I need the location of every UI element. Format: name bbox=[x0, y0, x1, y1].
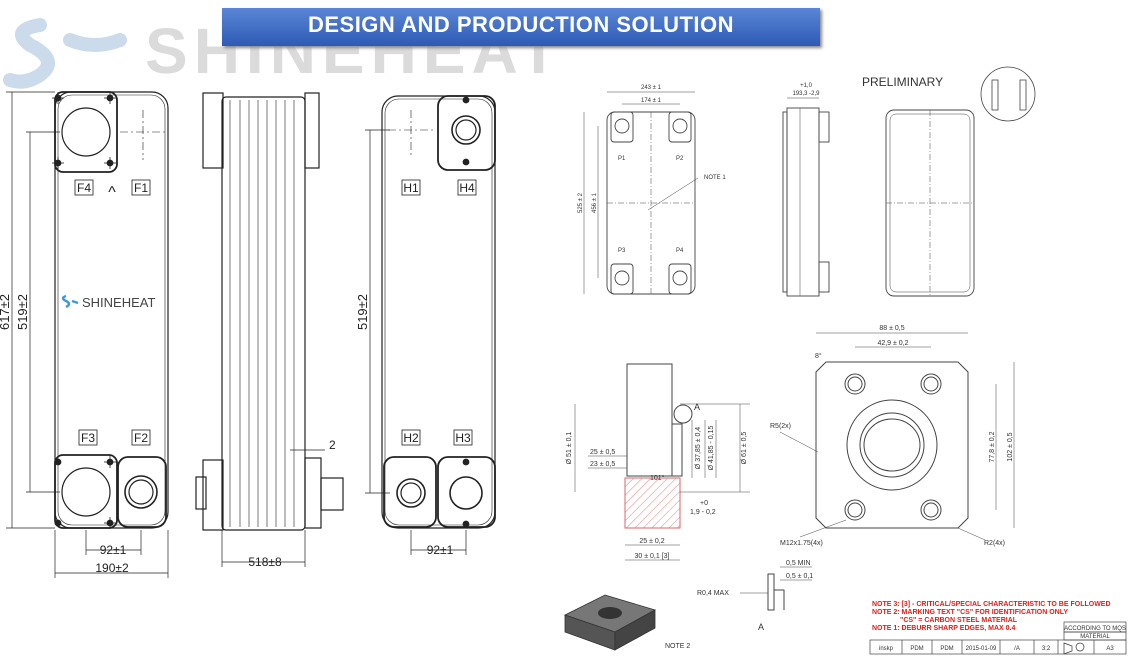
port-label-f2: F2 bbox=[134, 431, 148, 445]
dim-d61: Ø 61 ± 0,5 bbox=[741, 432, 748, 465]
dim-d41-85: Ø 41,85 - 0,15 bbox=[708, 426, 715, 471]
note-1: NOTE 1: DEBURR SHARP EDGES, MAX 0.4 bbox=[872, 625, 1016, 632]
plate-brand-logo-icon bbox=[61, 294, 79, 309]
title-cell-pdm1: PDM bbox=[910, 646, 923, 652]
dim-1-9: 1,9 - 0,2 bbox=[690, 509, 716, 516]
port-p2: P2 bbox=[676, 156, 684, 162]
dim-plus-1: +1,0 bbox=[800, 83, 813, 89]
note-3: NOTE 3: [3] - CRITICAL/SPECIAL CHARACTER… bbox=[872, 601, 1111, 608]
section-label-a: A bbox=[694, 402, 700, 412]
dim-23-05: 23 ± 0,5 bbox=[590, 461, 615, 468]
note-2-callout: NOTE 2 bbox=[665, 643, 690, 650]
dim-193: 193,3 -2,9 bbox=[792, 91, 820, 97]
port-label-h3: H3 bbox=[455, 431, 471, 445]
dim-d37-85: Ø 37,85 ± 0,4 bbox=[695, 427, 702, 469]
dim-d51: Ø 51 ± 0,1 bbox=[566, 432, 573, 465]
port-p1: P1 bbox=[618, 156, 626, 162]
dim-77-8: 77,8 ± 0,2 bbox=[989, 431, 996, 462]
title-cell-rev: /A bbox=[1014, 646, 1020, 652]
dim-m12: M12x1.75(4x) bbox=[780, 540, 823, 547]
drawing-top-side bbox=[782, 97, 830, 297]
title-cell-drawn: inskp bbox=[879, 646, 894, 652]
dim-174: 174 ± 1 bbox=[641, 98, 662, 104]
dim-102: 102 ± 0,5 bbox=[1007, 432, 1014, 461]
plate-brand-text: SHINEHEAT bbox=[82, 295, 155, 310]
dim-plus-0: +0 bbox=[700, 500, 708, 507]
page-banner: DESIGN AND PRODUCTION SOLUTION bbox=[222, 8, 820, 46]
dim-r2: R2(4x) bbox=[984, 540, 1005, 547]
flange-drawing bbox=[779, 332, 1015, 541]
title-cell-size: A3 bbox=[1106, 646, 1114, 652]
detail-a-drawing bbox=[740, 566, 812, 611]
front-view bbox=[6, 91, 169, 578]
port-p3: P3 bbox=[618, 248, 626, 254]
title-according: ACCORDING TO MQS bbox=[1064, 626, 1126, 632]
preliminary-label: PRELIMINARY bbox=[862, 75, 943, 89]
dim-88: 88 ± 0,5 bbox=[879, 325, 904, 332]
note-2-cs: "CS" = CARBON STEEL MATERIAL bbox=[900, 617, 1018, 624]
dim-height-ports: 519±2 bbox=[15, 294, 30, 330]
dim-back-width-ports: 92±1 bbox=[427, 543, 454, 557]
dim-width-total: 190±2 bbox=[95, 561, 129, 575]
flange-3d-icon bbox=[563, 594, 657, 651]
dim-gap: 2 bbox=[329, 438, 336, 452]
dim-25-02: 25 ± 0,2 bbox=[639, 538, 664, 545]
note-2: NOTE 2: MARKING TEXT "CS" FOR IDENTIFICA… bbox=[872, 609, 1068, 616]
title-cell-date: 2015-01-09 bbox=[966, 646, 997, 652]
dim-width-ports: 92±1 bbox=[100, 543, 127, 557]
flow-arrow-mark: ^ bbox=[108, 184, 116, 201]
dim-back-height-ports: 519±2 bbox=[355, 294, 370, 330]
note-1-callout: NOTE 1 bbox=[704, 175, 726, 181]
dim-525: 525 ± 2 bbox=[578, 192, 584, 213]
drawing-top-back bbox=[885, 109, 975, 297]
drawing-top-front bbox=[583, 91, 699, 295]
dim-30-01: 30 ± 0,1 [3] bbox=[635, 553, 670, 560]
port-label-h4: H4 bbox=[459, 181, 475, 195]
port-label-h1: H1 bbox=[403, 181, 419, 195]
detail-circle bbox=[980, 66, 1036, 122]
back-view bbox=[365, 95, 496, 555]
dim-243: 243 ± 1 bbox=[641, 85, 662, 91]
dim-8-deg: 8° bbox=[815, 352, 822, 360]
port-label-f1: F1 bbox=[134, 181, 148, 195]
dim-101-deg: 101° bbox=[650, 474, 665, 482]
detail-label-a: A bbox=[758, 622, 764, 632]
dim-456: 456 ± 1 bbox=[592, 192, 598, 213]
port-label-f3: F3 bbox=[81, 431, 95, 445]
side-view bbox=[195, 92, 344, 567]
dim-depth: 518±8 bbox=[248, 555, 282, 569]
dim-0-5-min: 0,5 MIN bbox=[786, 560, 811, 567]
port-p4: P4 bbox=[676, 248, 684, 254]
dim-r0-4: R0,4 MAX bbox=[697, 590, 729, 597]
port-label-h2: H2 bbox=[403, 431, 419, 445]
dim-height-total: 617±2 bbox=[0, 294, 12, 330]
projection-symbol-icon bbox=[1063, 642, 1085, 655]
title-cell-pdm2: PDM bbox=[940, 646, 953, 652]
watermark-logo-icon bbox=[3, 18, 127, 89]
dim-r5: R5(2x) bbox=[770, 423, 791, 430]
title-block bbox=[869, 621, 1127, 655]
port-label-f4: F4 bbox=[77, 181, 91, 195]
section-drawing bbox=[574, 363, 750, 561]
title-material: MATERIAL bbox=[1080, 634, 1110, 640]
title-cell-scale: 3:2 bbox=[1042, 646, 1051, 652]
dim-0-5: 0,5 ± 0,1 bbox=[786, 573, 813, 580]
dim-25-05: 25 ± 0,5 bbox=[590, 449, 615, 456]
dim-42-9: 42,9 ± 0,2 bbox=[877, 340, 908, 347]
